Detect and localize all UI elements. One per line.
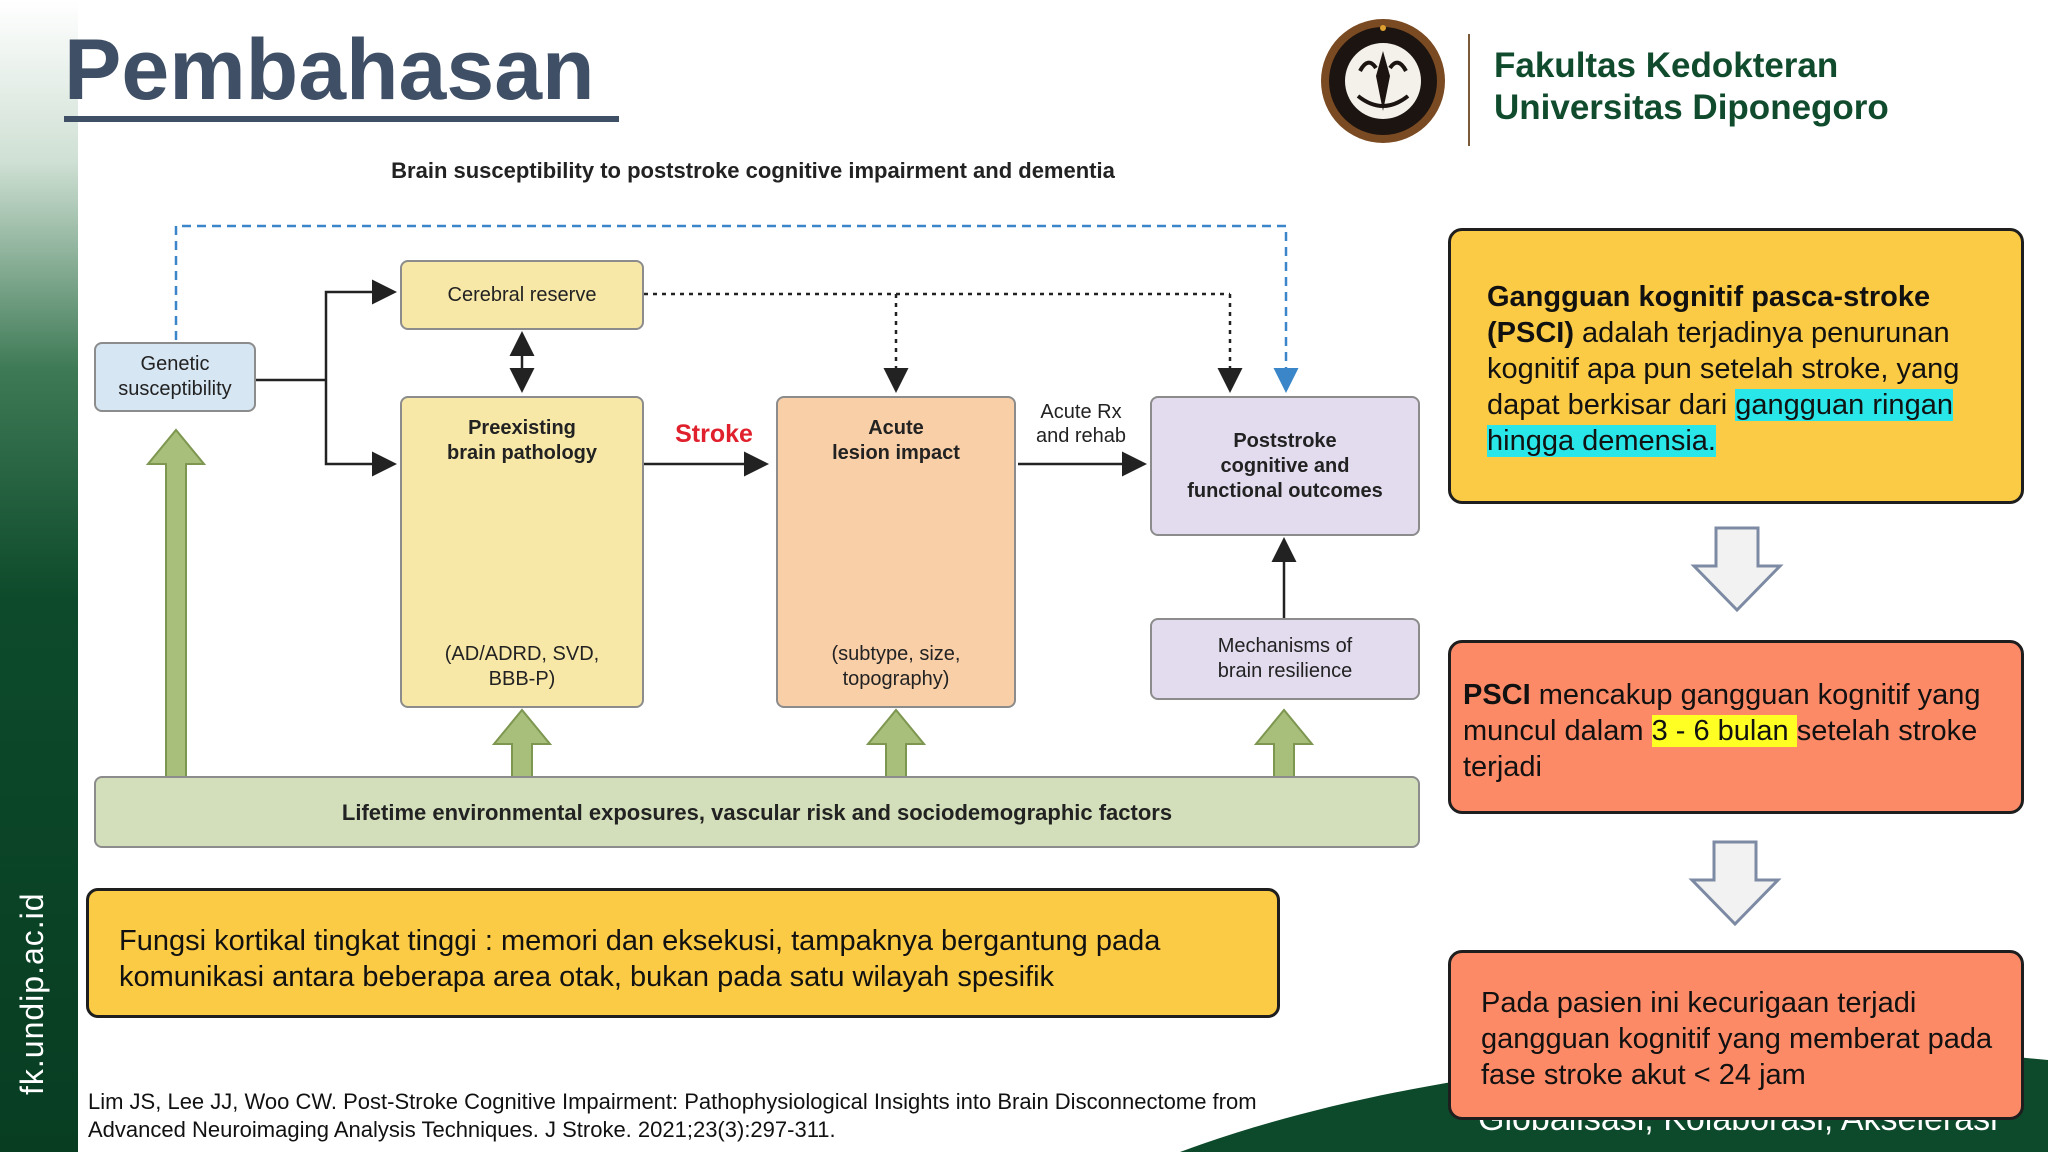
- card2-bold: PSCI: [1463, 679, 1531, 711]
- diagram-title: Brain susceptibility to poststroke cogni…: [391, 158, 1115, 183]
- green-arrow-resilience: [1253, 708, 1315, 779]
- psci-definition-card: Gangguan kognitif pasca-stroke (PSCI) ad…: [1448, 228, 2024, 504]
- card2-highlight: 3 - 6 bulan: [1651, 715, 1797, 747]
- cerebral-reserve-label: Cerebral reserve: [447, 283, 597, 306]
- acute-line2: lesion impact: [832, 442, 960, 464]
- university-seal-logo: [1321, 19, 1445, 143]
- card2-text2: setelah stroke terjadi: [1463, 715, 1978, 783]
- acute-lesion-box: Acute lesion impact (subtype, size, topo…: [776, 396, 1016, 708]
- card3-text: Pada pasien ini kecurigaan terjadi gangg…: [1481, 987, 1993, 1091]
- card1-text: adalah terjadinya penurunan kognitif apa…: [1487, 317, 1960, 421]
- card2-text1: mencakup gangguan kognitif yang muncul d…: [1463, 679, 1981, 747]
- psci-timeframe-card: PSCI mencakup gangguan kognitif yang mun…: [1448, 640, 2024, 814]
- acute-sub-line2: topography): [842, 668, 950, 690]
- acute-sub-line1: (subtype, size,: [831, 643, 961, 665]
- poststroke-line2: cognitive and: [1220, 454, 1350, 477]
- university-name: Universitas Diponegoro: [1494, 88, 1889, 127]
- green-arrow-acute: [865, 708, 927, 779]
- green-arrow-genetic: [145, 428, 207, 779]
- faculty-name: Fakultas Kedokteran: [1494, 46, 1839, 85]
- reference-line1: Lim JS, Lee JJ, Woo CW. Post-Stroke Cogn…: [88, 1089, 1257, 1114]
- logo-divider: [1468, 34, 1470, 146]
- reference-citation: Lim JS, Lee JJ, Woo CW. Post-Stroke Cogn…: [88, 1088, 1388, 1144]
- acute-line1: Acute: [868, 417, 924, 439]
- genetic-susceptibility-box: Genetic susceptibility: [94, 342, 256, 412]
- genetic-to-pathology-arrow: [324, 380, 397, 477]
- patient-suspicion-card: Pada pasien ini kecurigaan terjadi gangg…: [1448, 950, 2024, 1120]
- diagram-figure: Brain susceptibility to poststroke cogni…: [78, 148, 1428, 866]
- genetic-to-reserve-arrow: [324, 279, 397, 380]
- poststroke-line3: functional outcomes: [1187, 479, 1383, 502]
- note-line1: Fungsi kortikal tingkat tinggi : memori …: [119, 925, 1161, 957]
- mechanisms-line1: Mechanisms of: [1217, 635, 1353, 657]
- preexisting-sub-line1: (AD/ADRD, SVD,: [444, 643, 600, 665]
- green-arrow-pathology: [491, 708, 553, 779]
- note-line2: komunikasi antara beberapa area otak, bu…: [119, 961, 1055, 993]
- down-arrow-1-icon: [1690, 526, 1784, 613]
- acute-rx-line1: Acute Rx: [1040, 401, 1122, 423]
- mechanisms-line2: brain resilience: [1217, 660, 1353, 682]
- reference-line2: Advanced Neuroimaging Analysis Technique…: [88, 1117, 836, 1142]
- preexisting-line2: brain pathology: [447, 442, 597, 464]
- poststroke-outcomes-box: Poststroke cognitive and functional outc…: [1150, 396, 1420, 536]
- cortical-function-note: Fungsi kortikal tingkat tinggi : memori …: [86, 888, 1280, 1018]
- genetic-line2: susceptibility: [118, 378, 232, 400]
- preexisting-line1: Preexisting: [468, 417, 576, 439]
- genetic-line1: Genetic: [140, 353, 210, 375]
- poststroke-line1: Poststroke: [1233, 429, 1337, 452]
- acute-rx-line2: and rehab: [1035, 425, 1127, 447]
- lifetime-factors-label: Lifetime environmental exposures, vascul…: [341, 799, 1173, 825]
- preexisting-pathology-box: Preexisting brain pathology (AD/ADRD, SV…: [400, 396, 644, 708]
- brain-resilience-box: Mechanisms of brain resilience: [1150, 618, 1420, 700]
- cerebral-reserve-box: Cerebral reserve: [400, 260, 644, 330]
- page-title: Pembahasan: [64, 24, 619, 122]
- preexisting-sub-line2: BBB-P): [488, 668, 556, 690]
- green-up-arrows: [145, 428, 1315, 779]
- lifetime-factors-box: Lifetime environmental exposures, vascul…: [94, 776, 1420, 848]
- acute-rx-label: Acute Rx and rehab: [1026, 400, 1136, 448]
- side-url: fk.undip.ac.id: [14, 892, 50, 1095]
- side-band: [0, 0, 78, 1152]
- card1-bold: Gangguan kognitif pasca-stroke (PSCI): [1487, 281, 1931, 349]
- stroke-label: Stroke: [675, 420, 753, 448]
- down-arrow-2-icon: [1688, 840, 1782, 927]
- genetic-to-outcome-dashed-arrow: [174, 224, 1299, 393]
